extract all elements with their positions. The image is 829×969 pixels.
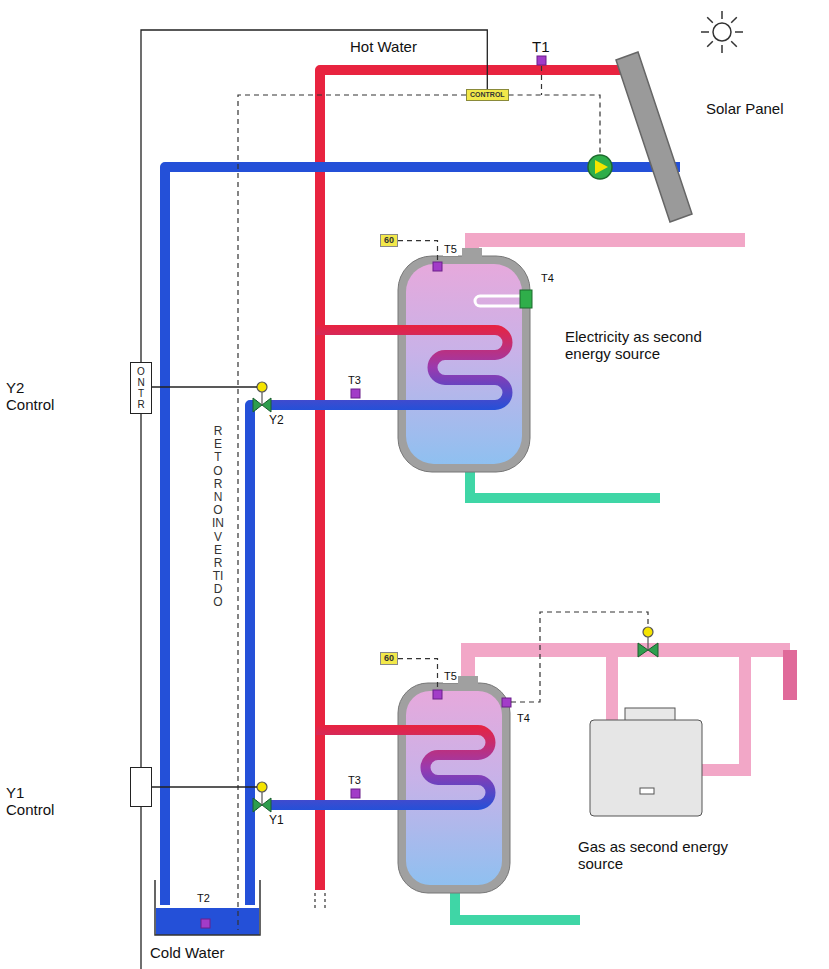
sun-symbol xyxy=(713,23,731,41)
temperature-sensor xyxy=(537,56,546,65)
outlet-pipe xyxy=(455,890,580,920)
controller-label: Y1 Control xyxy=(6,784,70,819)
signal-line xyxy=(398,241,438,262)
control-wire xyxy=(152,386,257,387)
valve-actuator xyxy=(643,627,653,637)
sun-symbol xyxy=(731,41,737,47)
signal-line xyxy=(511,612,648,702)
sun-symbol xyxy=(721,11,723,19)
storage-tank xyxy=(502,698,511,707)
storage-tank xyxy=(433,690,442,699)
storage-tank xyxy=(398,256,530,472)
sensor-label: T4 xyxy=(540,272,555,285)
cold-water-tank xyxy=(201,919,210,928)
signal-line xyxy=(398,659,438,690)
storage-tank xyxy=(475,296,524,306)
controller-box: Y2 ControlONTR xyxy=(130,362,152,414)
sun-symbol xyxy=(735,31,743,33)
cold-water-pipe xyxy=(250,405,257,905)
pipe-continuation xyxy=(315,893,325,910)
hot-supply-pipe xyxy=(606,650,618,722)
sun-symbol xyxy=(731,17,737,23)
hot-supply-pipe xyxy=(783,650,797,700)
outlet-pipe xyxy=(470,470,660,498)
setpoint-box: 60 xyxy=(380,652,398,665)
storage-tank xyxy=(271,330,507,405)
pipe-label: RETORNO INVERTIDO xyxy=(212,425,224,610)
valve-actuator xyxy=(261,792,262,805)
cold-water-tank xyxy=(155,880,260,935)
valve-label: Y2 xyxy=(268,414,285,428)
control-wire xyxy=(140,807,141,969)
hot-supply-pipe xyxy=(472,240,745,262)
valve-symbol xyxy=(253,398,658,812)
sun-symbol xyxy=(701,31,709,33)
signal-line xyxy=(509,95,600,155)
solar-panel xyxy=(616,52,692,222)
setpoint-box: 60 xyxy=(380,234,398,247)
pump-symbol xyxy=(588,155,612,179)
control-wire xyxy=(152,786,257,787)
storage-tank xyxy=(433,262,442,271)
storage-tank xyxy=(520,290,532,308)
controller-label: Y2 Control xyxy=(6,379,70,414)
tank-label: Electricity as second energy source xyxy=(565,328,737,363)
sensor-label: T5 xyxy=(443,670,458,683)
controller-box: Y1 Control xyxy=(130,767,152,807)
control-wire xyxy=(140,414,141,767)
storage-tank xyxy=(458,676,478,688)
storage-tank xyxy=(271,676,511,893)
pipe-label: Hot Water xyxy=(350,38,417,55)
sensor-label: T2 xyxy=(196,892,211,905)
hot-supply-pipe xyxy=(702,650,745,770)
signal-line xyxy=(511,612,648,702)
gas-boiler xyxy=(590,708,702,816)
signal-line xyxy=(541,66,542,95)
tank-label: Gas as second energy source xyxy=(578,838,753,873)
valve-actuator xyxy=(257,782,267,792)
sensor-label: T3 xyxy=(347,774,362,787)
pump-symbol xyxy=(588,155,612,179)
part-label: Solar Panel xyxy=(706,100,784,117)
signal-line xyxy=(238,95,466,930)
sun-symbol xyxy=(701,11,743,53)
gas-boiler xyxy=(590,720,702,816)
cold-water-tank xyxy=(155,880,260,935)
box-text: 60 xyxy=(384,235,394,246)
sensor-label: T1 xyxy=(532,38,550,55)
sun-symbol xyxy=(721,45,723,53)
box-text: CONTROL xyxy=(470,91,505,99)
valve-actuator xyxy=(261,392,262,405)
storage-tank xyxy=(462,248,482,260)
solar-panel xyxy=(616,52,692,222)
storage-tank xyxy=(271,248,532,472)
pipe-continuation xyxy=(314,893,315,910)
pipe-continuation xyxy=(324,893,325,910)
tank-label: Cold Water xyxy=(150,944,224,961)
temperature-sensor xyxy=(537,56,546,65)
cold-water-tank xyxy=(156,908,259,935)
storage-tank xyxy=(406,264,522,464)
controller-box: CONTROL xyxy=(466,89,509,101)
controller-text: ONTR xyxy=(136,366,146,410)
storage-tank xyxy=(351,389,360,398)
pump-symbol xyxy=(595,160,608,174)
sun-symbol xyxy=(707,41,713,47)
sun-symbol xyxy=(707,17,713,23)
box-text: 60 xyxy=(384,653,394,664)
gas-boiler xyxy=(640,788,654,794)
sensor-label: T4 xyxy=(516,712,531,725)
sensor-label: T5 xyxy=(443,243,458,256)
valve-actuator xyxy=(257,382,267,392)
storage-tank xyxy=(271,730,490,805)
sensor-label: T3 xyxy=(347,374,362,387)
valve-label: Y1 xyxy=(268,814,285,828)
valve-actuator xyxy=(647,637,648,650)
control-wire xyxy=(141,30,487,362)
valve-actuator xyxy=(257,382,653,805)
storage-tank xyxy=(351,789,360,798)
